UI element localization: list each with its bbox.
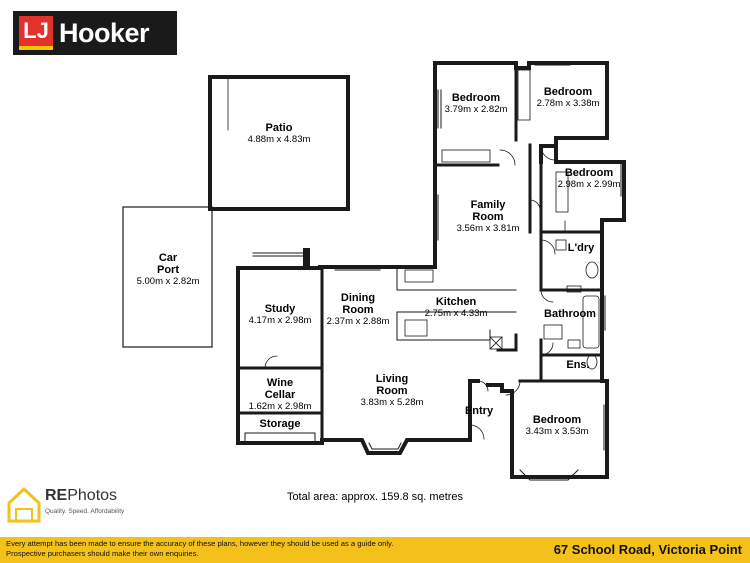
- room-name: Study: [264, 303, 296, 315]
- room-label-bathroom: Bathroom: [541, 308, 599, 320]
- kitchen-bench: [396, 266, 517, 341]
- room-name: Storage: [259, 418, 301, 430]
- room-name: Bedroom: [564, 167, 614, 179]
- room-dims: 2.78m x 3.38m: [536, 98, 600, 109]
- room-dims: 2.37m x 2.88m: [326, 316, 390, 327]
- carport-outline: [122, 206, 213, 348]
- logo-mark: LJ: [19, 16, 53, 50]
- wardrobes: [441, 69, 569, 213]
- patio-outline: [208, 75, 350, 211]
- room-dims: 2.98m x 2.99m: [557, 179, 621, 190]
- cooktop: [404, 319, 428, 337]
- room-name: Bedroom: [532, 414, 582, 426]
- kitchen-sink: [404, 269, 434, 283]
- room-name: Bedroom: [543, 86, 593, 98]
- rephotos-brand: REPhotos: [45, 487, 117, 505]
- rephotos-brand-photos: Photos: [67, 487, 118, 504]
- room-name: Patio: [265, 122, 293, 134]
- room-dims: 5.00m x 2.82m: [136, 276, 200, 287]
- rephotos-tagline: Quality. Speed. Affordability: [45, 508, 125, 515]
- room-label-kitchen: Kitchen 2.75m x 4.33m: [420, 296, 492, 320]
- room-name: Entry: [464, 405, 494, 417]
- room-dims: 3.56m x 3.81m: [456, 223, 520, 234]
- room-dims: 3.79m x 2.82m: [444, 104, 508, 115]
- lj-hooker-logo: LJ Hooker: [13, 11, 177, 55]
- room-label-entry: Entry: [460, 405, 498, 417]
- room-dims: 4.17m x 2.98m: [248, 315, 312, 326]
- room-label-study: Study 4.17m x 2.98m: [244, 303, 316, 327]
- property-address: 67 School Road, Victoria Point: [553, 542, 742, 557]
- room-dims: 3.83m x 5.28m: [360, 397, 424, 408]
- rephotos-logo: REPhotos Quality. Speed. Affordability: [6, 485, 156, 533]
- room-label-bedroom-1: Bedroom 3.79m x 2.82m: [440, 92, 512, 116]
- fridge-space: [489, 336, 503, 350]
- room-dims: 1.62m x 2.98m: [248, 401, 312, 412]
- room-dims: 3.43m x 3.53m: [525, 426, 589, 437]
- door-swings: [264, 145, 556, 440]
- windows: [244, 64, 622, 481]
- room-label-bedroom-3: Bedroom 2.98m x 2.99m: [553, 167, 625, 191]
- rephotos-brand-re: RE: [45, 487, 68, 504]
- room-name: Ens.: [566, 359, 590, 371]
- total-area: Total area: approx. 159.8 sq. metres: [286, 491, 464, 503]
- room-name: L'dry: [567, 242, 595, 254]
- room-label-laundry: L'dry: [557, 242, 605, 254]
- room-label-patio: Patio 4.88m x 4.83m: [244, 122, 314, 146]
- disclaimer-text: Every attempt has been made to ensure th…: [6, 539, 394, 558]
- room-label-bedroom-4: Bedroom 3.43m x 3.53m: [521, 414, 593, 438]
- footer-bar: Every attempt has been made to ensure th…: [0, 537, 750, 563]
- room-label-bedroom-2: Bedroom 2.78m x 3.38m: [532, 86, 604, 110]
- room-dims: 4.88m x 4.83m: [247, 134, 311, 145]
- logo-word: Hooker: [59, 17, 150, 48]
- room-dims: 2.75m x 4.33m: [424, 308, 488, 319]
- room-name: Bedroom: [451, 92, 501, 104]
- bathroom-fixtures: [543, 220, 600, 370]
- room-label-ensuite: Ens.: [560, 359, 596, 371]
- room-name: Kitchen: [435, 296, 477, 308]
- house-icon: [7, 486, 41, 523]
- room-label-storage: Storage: [244, 418, 316, 430]
- floor-plan: [122, 61, 626, 481]
- room-name: Bathroom: [544, 308, 596, 320]
